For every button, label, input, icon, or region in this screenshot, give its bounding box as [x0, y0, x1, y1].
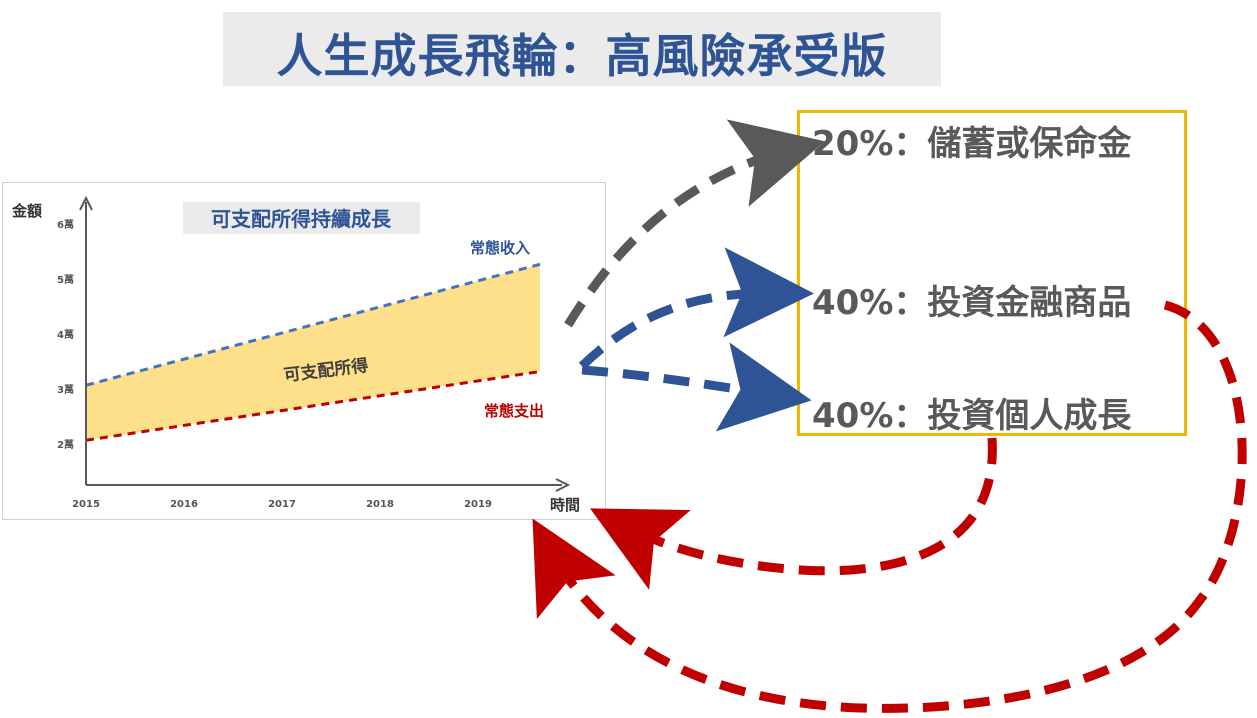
x-tick-label: 2018 [366, 499, 394, 510]
allocation-growth: 40%：投資個人成長 [812, 396, 1132, 436]
financial-return-arrow [532, 300, 1247, 713]
y-tick-label: 4萬 [57, 328, 74, 341]
x-tick-label: 2015 [72, 499, 100, 510]
growth-arrow [581, 342, 812, 432]
growth-return-arrow [590, 437, 997, 590]
y-axis-label: 金額 [11, 202, 42, 220]
disposable-income-area [86, 264, 540, 441]
chart-title: 可支配所得持續成長 [211, 207, 392, 231]
chart-title-box [183, 202, 420, 234]
chart-plot: 金額 時間 6萬 5萬 4萬 3萬 2萬 2015 2016 2017 2018… [11, 195, 580, 514]
expense-line [85, 370, 541, 442]
x-tick-label: 2019 [464, 499, 492, 510]
y-tick-label: 6萬 [57, 218, 74, 231]
x-axis-arrow-icon [555, 478, 571, 492]
y-tick-label: 3萬 [57, 383, 74, 396]
expense-label: 常態支出 [484, 402, 544, 420]
y-tick-label: 2萬 [57, 438, 74, 451]
savings-arrow [564, 119, 825, 328]
income-label: 常態收入 [470, 239, 530, 257]
x-tick-label: 2016 [170, 499, 198, 510]
financial-arrow [578, 247, 814, 370]
allocation-savings: 20%：儲蓄或保命金 [812, 124, 1132, 164]
title-banner: 人生成長飛輪：高風險承受版 [223, 12, 941, 86]
y-tick-label: 5萬 [57, 273, 74, 286]
y-axis-arrow-icon [79, 195, 93, 211]
allocation-financial: 40%：投資金融商品 [812, 283, 1132, 323]
x-tick-label: 2017 [268, 499, 296, 510]
page-title: 人生成長飛輪：高風險承受版 [276, 29, 888, 83]
x-axis-label: 時間 [550, 496, 580, 514]
